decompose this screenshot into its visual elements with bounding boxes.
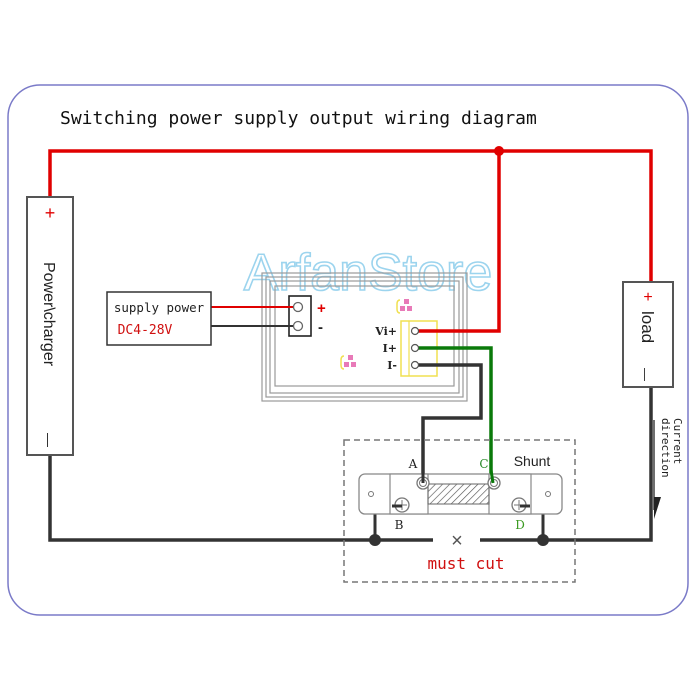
power-charger-minus: —	[41, 433, 57, 447]
shunt-terminal-d: D	[515, 518, 525, 532]
terminal-i-minus-screw	[410, 360, 420, 370]
shunt-terminal-c: C	[479, 457, 488, 471]
current-direction-arrow	[653, 420, 661, 519]
terminal-screw-plus	[292, 301, 304, 313]
pad-bottom	[340, 355, 356, 370]
screw-c	[487, 476, 501, 490]
current-direction-line1: Current	[671, 418, 684, 464]
power-charger-label: Power\charger	[40, 262, 57, 367]
shunt-area-dashed	[343, 439, 576, 583]
wire-negative-right	[480, 387, 653, 542]
label-i-minus: I-	[387, 359, 397, 372]
supply-power-box	[106, 291, 212, 346]
terminal-screw-minus	[292, 320, 304, 332]
cut-mark-icon: ×	[451, 530, 463, 552]
shunt-terminal-b: B	[395, 518, 404, 532]
supply-power-label: supply power	[114, 300, 205, 315]
load-box	[622, 281, 674, 388]
screw-d	[511, 497, 527, 513]
power-charger-plus: +	[45, 203, 56, 223]
junction-positive	[494, 146, 504, 156]
wire-negative-left	[48, 455, 433, 542]
shunt-terminal-a: A	[408, 457, 418, 471]
diagram-title: Switching power supply output wiring dia…	[60, 108, 537, 129]
terminal-vi-plus-screw	[410, 326, 420, 336]
supply-voltage: DC4-28V	[118, 323, 173, 338]
power-charger-box	[26, 196, 74, 456]
wire-i-minus	[416, 363, 483, 480]
shunt-label: Shunt	[514, 453, 551, 469]
diagram-frame	[7, 84, 689, 616]
panel-meter	[261, 272, 468, 402]
current-direction-line2: direction	[659, 418, 672, 478]
terminal-i-plus-screw	[410, 343, 420, 353]
wire-vi-plus	[416, 151, 501, 333]
load-minus: —	[638, 368, 653, 381]
junction-b	[369, 534, 381, 546]
label-vi-plus: Vi+	[374, 325, 397, 338]
supply-minus-sign: -	[318, 319, 323, 336]
supply-plus-sign: +	[317, 300, 326, 317]
pad-top	[396, 299, 412, 314]
shunt	[358, 473, 563, 515]
label-i-plus: I+	[383, 342, 397, 355]
wire-positive-main	[48, 149, 653, 282]
load-label: load	[638, 311, 657, 343]
must-cut-label: must cut	[427, 554, 504, 573]
load-plus: +	[643, 289, 652, 306]
junction-d	[537, 534, 549, 546]
wire-i-plus	[416, 346, 493, 480]
